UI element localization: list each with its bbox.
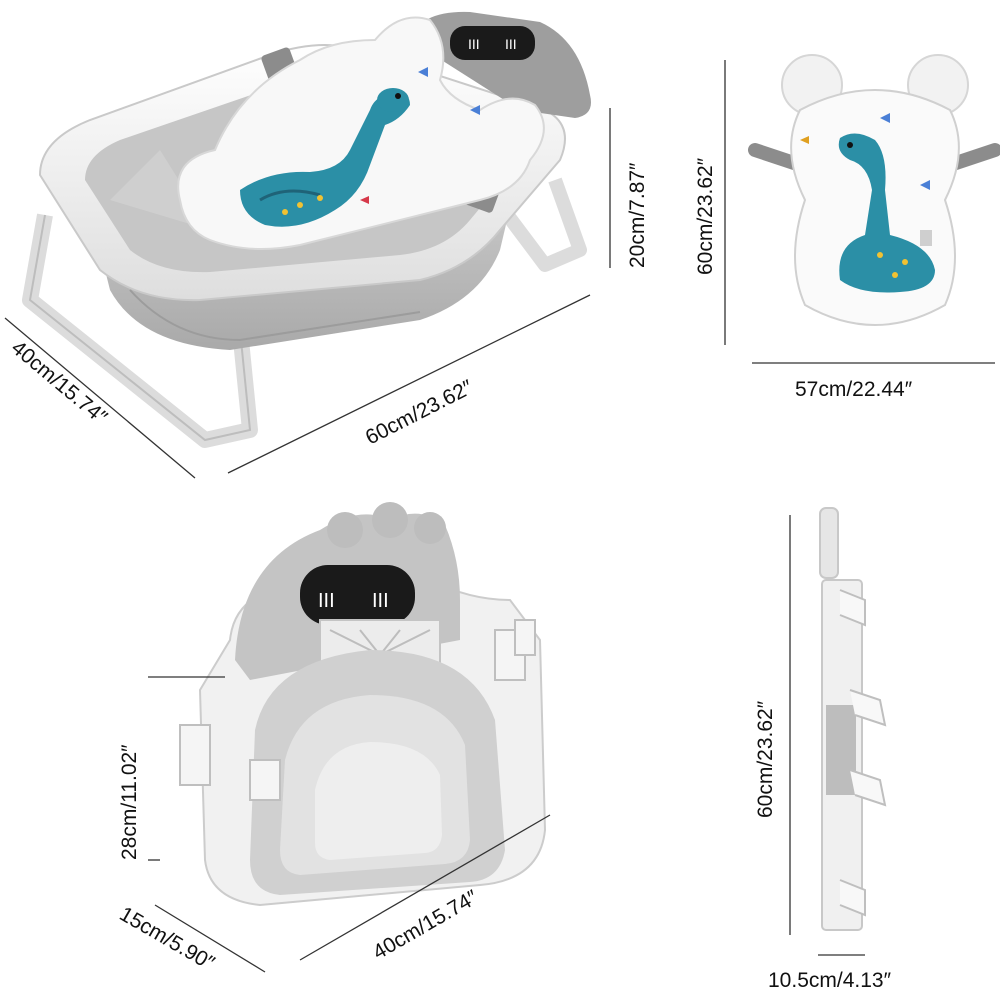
folded-depth-label: 15cm/5.90″	[116, 902, 219, 975]
dim-side-thickness: 10.5cm/4.13″	[768, 954, 892, 992]
folded-bathtub: III III	[179, 502, 547, 907]
tub-height-label: 20cm/7.87″	[626, 162, 649, 268]
dim-tub-width: 40cm/15.74″	[4, 317, 196, 479]
dim-pad-height: 60cm/23.62″	[694, 60, 726, 345]
folded-width-label: 40cm/15.74″	[369, 886, 482, 965]
folded-side-view	[819, 507, 887, 931]
tub-length-label: 60cm/23.62″	[362, 376, 477, 450]
folded-height-label: 28cm/11.02″	[118, 744, 141, 860]
dinosaur-graphic	[240, 88, 410, 227]
side-thickness-label: 10.5cm/4.13″	[768, 969, 892, 992]
dim-tub-height: 20cm/7.87″	[609, 108, 649, 268]
bath-pad	[748, 54, 1000, 326]
tub-headrest: III III	[410, 11, 591, 118]
dim-side-height: 60cm/23.62″	[754, 515, 791, 935]
visor-icon	[300, 565, 415, 625]
svg-text:III: III	[505, 36, 517, 52]
side-height-label: 60cm/23.62″	[754, 700, 777, 818]
open-bathtub: III III	[22, 11, 591, 448]
pad-height-label: 60cm/23.62″	[694, 157, 717, 275]
dim-folded-height: 28cm/11.02″	[118, 676, 225, 861]
svg-text:III: III	[318, 590, 335, 612]
dim-pad-width: 57cm/22.44″	[752, 362, 995, 401]
dim-folded-depth: 15cm/5.90″	[116, 902, 266, 975]
pad-dinosaur-graphic	[838, 133, 935, 293]
pad-width-label: 57cm/22.44″	[795, 378, 913, 401]
svg-text:III: III	[468, 36, 480, 52]
svg-text:III: III	[372, 590, 389, 612]
